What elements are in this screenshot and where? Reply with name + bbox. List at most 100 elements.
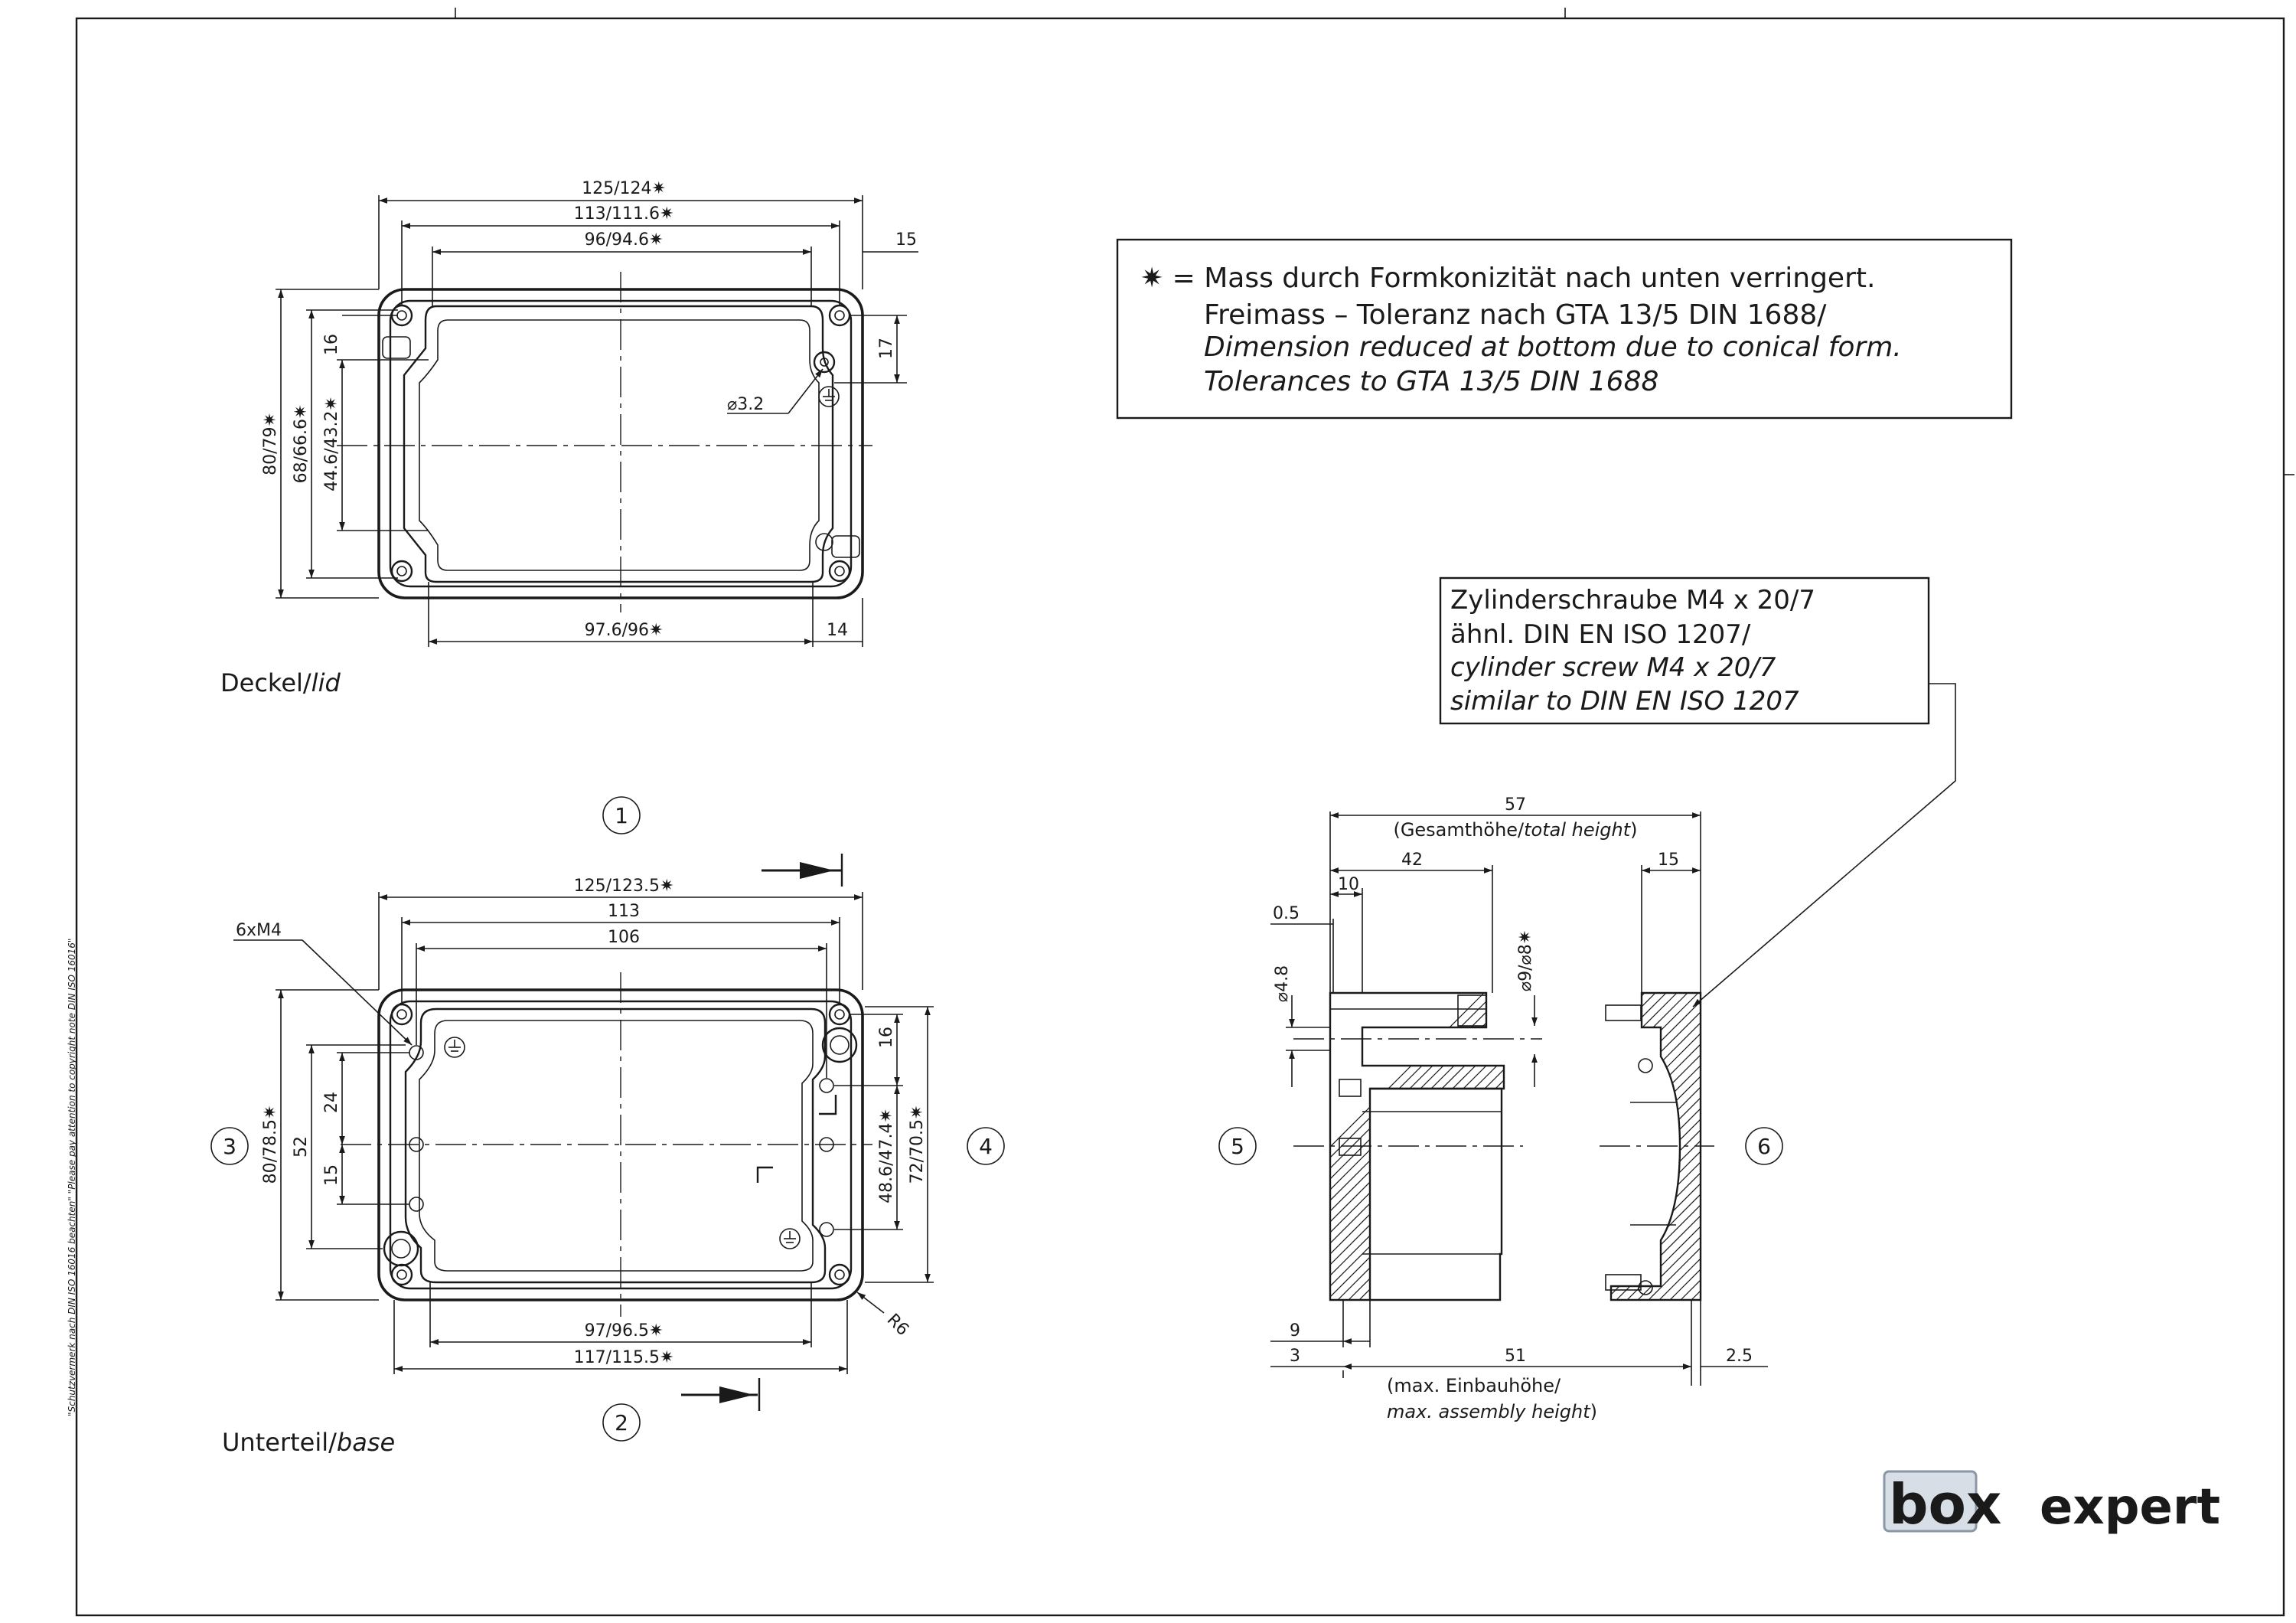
base-dim-width-106: 106	[608, 928, 640, 947]
base-screw-hole	[390, 1003, 413, 1026]
base-screw-hole	[828, 1003, 851, 1026]
hatch-line	[1734, 994, 2040, 1300]
hatch-line	[1681, 994, 1987, 1300]
earth-symbol-icon	[818, 386, 840, 407]
base-dim-24: 24	[322, 1092, 341, 1113]
base-label: Unterteil/base	[222, 1428, 395, 1457]
base-dim-r6: R6	[883, 1311, 912, 1340]
copyright-note: "Schutzvermerk nach DIN ISO 16016 beacht…	[67, 939, 77, 1416]
note-line-2: Freimass – Toleranz nach GTA 13/5 DIN 16…	[1204, 299, 1827, 331]
hatch-line	[1626, 993, 1701, 1300]
hatch-line	[1552, 994, 1858, 1300]
base-dim-height-48: 48.6/47.4✷	[877, 1109, 896, 1203]
lid-dim-height-44: 44.6/43.2✷	[322, 397, 341, 491]
screw-note: Zylinderschraube M4 x 20/7 ähnl. DIN EN …	[1439, 576, 1956, 1007]
section-dim-51: 51	[1505, 1347, 1526, 1366]
lid-dim-width-97: 97.6/96✷	[585, 621, 664, 640]
base-screw-hole	[828, 1263, 851, 1286]
base-mount-boss	[821, 1027, 858, 1063]
base-dim-6xm4: 6xM4	[236, 921, 282, 940]
section-dim-9: 9	[1290, 1321, 1300, 1341]
lid-dim-dia-3-2: ⌀3.2	[727, 395, 764, 414]
section-dimensions: 57 (Gesamthöhe/total height) 42 15 10 0.…	[1270, 795, 1768, 1422]
base-hole	[819, 1222, 834, 1237]
lid-gasket	[403, 305, 834, 583]
svg-text:1: 1	[615, 803, 628, 828]
lid-dim-15: 15	[895, 230, 917, 250]
lid-dim-16: 16	[322, 334, 341, 355]
hatch-line	[1611, 993, 1701, 1300]
hatch-line	[1611, 993, 1701, 1300]
earth-symbol-icon	[444, 1037, 465, 1058]
lid-gasket-inner	[419, 319, 820, 571]
section-assembly-height-1: (max. Einbauhöhe/	[1387, 1375, 1561, 1396]
screw-note-line-2: ähnl. DIN EN ISO 1207/	[1450, 619, 1751, 650]
logo-box-text: box	[1889, 1472, 2001, 1536]
screw-note-line-3: cylinder screw M4 x 20/7	[1450, 652, 1776, 683]
drawing-frame	[75, 17, 2285, 1617]
hatch-line	[1466, 993, 1504, 1300]
hatch-line	[1595, 994, 1901, 1300]
base-dim-width-117: 117/115.5✷	[574, 1348, 674, 1367]
note-line-3: Dimension reduced at bottom due to conic…	[1204, 331, 1902, 363]
view-marker-5: 5	[1218, 1127, 1257, 1165]
note-line-1: ✷ = Mass durch Formkonizität nach unten …	[1140, 263, 1875, 294]
base-screw-hole	[390, 1263, 413, 1286]
section-dim-57: 57	[1505, 795, 1526, 815]
hatch-line	[1611, 993, 1701, 1300]
logo-expert-text: expert	[2040, 1479, 2220, 1536]
base-dim-width-97: 97/96.5✷	[585, 1321, 664, 1341]
svg-text:3: 3	[223, 1134, 236, 1159]
hatch-line	[1584, 994, 1890, 1300]
base-dim-width-113: 113	[608, 902, 640, 921]
view-marker-3: 3	[210, 1127, 249, 1165]
hatch-line	[1476, 993, 1504, 1300]
hatch-line	[1611, 993, 1701, 1300]
hatch-line	[1611, 993, 1701, 1300]
section-dim-15: 15	[1658, 851, 1679, 870]
lid-boss	[815, 533, 833, 551]
lid-dim-height-80: 80/79✷	[261, 413, 280, 475]
lid-screw-hole	[828, 304, 851, 327]
base-gasket	[404, 1007, 827, 1284]
view-marker-4: 4	[967, 1127, 1005, 1165]
hatch-line	[1658, 993, 1701, 1300]
base-gasket-inner	[419, 1020, 814, 1272]
svg-text:6: 6	[1757, 1134, 1771, 1159]
hatch-line	[1756, 994, 2062, 1300]
hatch-line	[1669, 993, 1701, 1300]
base-dim-16: 16	[877, 1027, 896, 1048]
section-assembly-height-2: max. assembly height)	[1387, 1401, 1597, 1422]
base-dim-height-80: 80/78.5✷	[261, 1105, 280, 1184]
lid-dim-width-125: 125/124✷	[582, 179, 666, 198]
lid-label: Deckel/lid	[220, 668, 341, 697]
hatch-line	[1611, 993, 1701, 1300]
hatch-line	[1611, 993, 1701, 1300]
earth-symbol-icon	[779, 1228, 801, 1249]
base-view: 125/123.5✷ 113 106 6xM4 80/78.5✷ 52 24 1…	[222, 854, 934, 1457]
hatch-line	[1611, 993, 1701, 1300]
lid-dim-width-96: 96/94.6✷	[585, 230, 664, 250]
hatch-line	[1670, 994, 1976, 1300]
hatch-line	[1691, 994, 1998, 1300]
section-dim-0-5: 0.5	[1273, 904, 1300, 923]
section-dim-2-5: 2.5	[1726, 1347, 1753, 1366]
hatch-line	[1487, 993, 1504, 1300]
lid-dim-height-68: 68/66.6✷	[292, 405, 311, 484]
hatch-line	[1637, 993, 1701, 1300]
lid-screw-hole	[390, 560, 413, 583]
screw-note-line-1: Zylinderschraube M4 x 20/7	[1450, 585, 1815, 616]
svg-text:2: 2	[615, 1410, 628, 1435]
section-dim-dia-4-8: ⌀4.8	[1273, 965, 1292, 1002]
note-line-4: Tolerances to GTA 13/5 DIN 1688	[1204, 366, 1658, 397]
svg-text:4: 4	[979, 1134, 993, 1159]
section-total-height: (Gesamthöhe/total height)	[1393, 819, 1637, 841]
base-dim-width-125: 125/123.5✷	[574, 877, 674, 896]
hatch-line	[1659, 994, 1965, 1300]
section-view-5	[1293, 991, 1998, 1301]
hatch-line	[1611, 993, 1701, 1300]
base-dim-15: 15	[322, 1164, 341, 1186]
section-arrow-bottom	[681, 1378, 761, 1411]
view-marker-6: 6	[1745, 1127, 1783, 1165]
